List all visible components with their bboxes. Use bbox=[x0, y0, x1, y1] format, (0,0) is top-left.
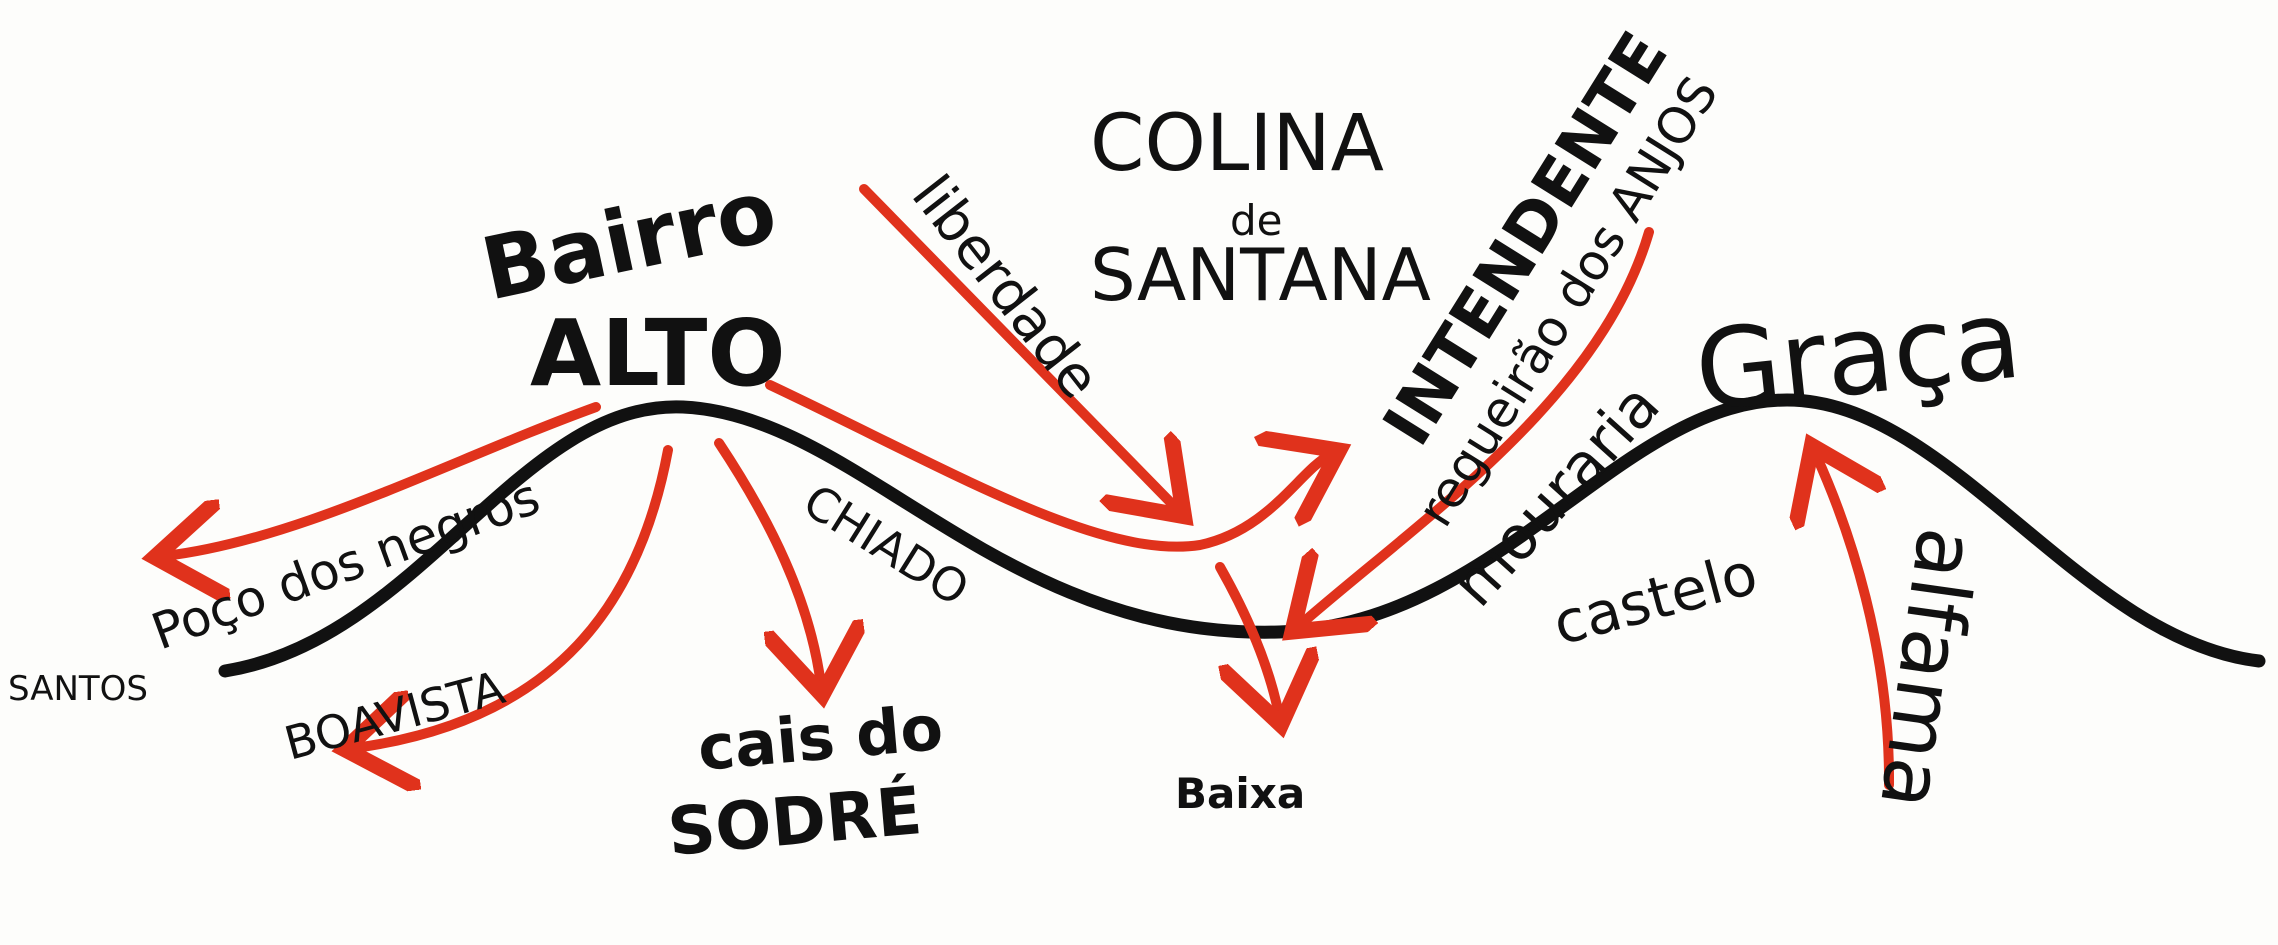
ridge-line bbox=[218, 393, 2266, 678]
label-alto: ALTO bbox=[530, 300, 786, 407]
label-bairro: Bairro bbox=[474, 161, 785, 321]
arrow-to-intendente bbox=[765, 380, 1330, 552]
label-de: de bbox=[1230, 196, 1283, 245]
arrow-to-boavista bbox=[355, 445, 673, 748]
label-cais-do: cais do bbox=[695, 691, 946, 785]
arrow-liberdade bbox=[859, 184, 1177, 509]
arrow-to-cais-do-sodre bbox=[714, 438, 821, 685]
label-sodre: SODRÉ bbox=[665, 771, 925, 871]
label-santos: SANTOS bbox=[8, 669, 148, 709]
label-alfama: alfama bbox=[1861, 522, 1994, 815]
label-castelo: castelo bbox=[1546, 539, 1764, 658]
label-santana: SANTANA bbox=[1090, 233, 1431, 317]
arrow-regueirao bbox=[1300, 227, 1654, 625]
label-poco-dos-negros: Poço dos negros bbox=[144, 467, 547, 661]
arrow-to-poco-dos-negros bbox=[165, 402, 601, 556]
arrow-to-baixa bbox=[1215, 562, 1279, 715]
label-graca: Graça bbox=[1689, 275, 2026, 436]
arrow-to-graca bbox=[1816, 455, 1895, 790]
label-colina: COLINA bbox=[1090, 99, 1384, 189]
label-boavista: BOAVISTA bbox=[279, 660, 511, 771]
label-liberdade: liberdade bbox=[899, 164, 1112, 411]
label-baixa: Baixa bbox=[1175, 769, 1305, 818]
